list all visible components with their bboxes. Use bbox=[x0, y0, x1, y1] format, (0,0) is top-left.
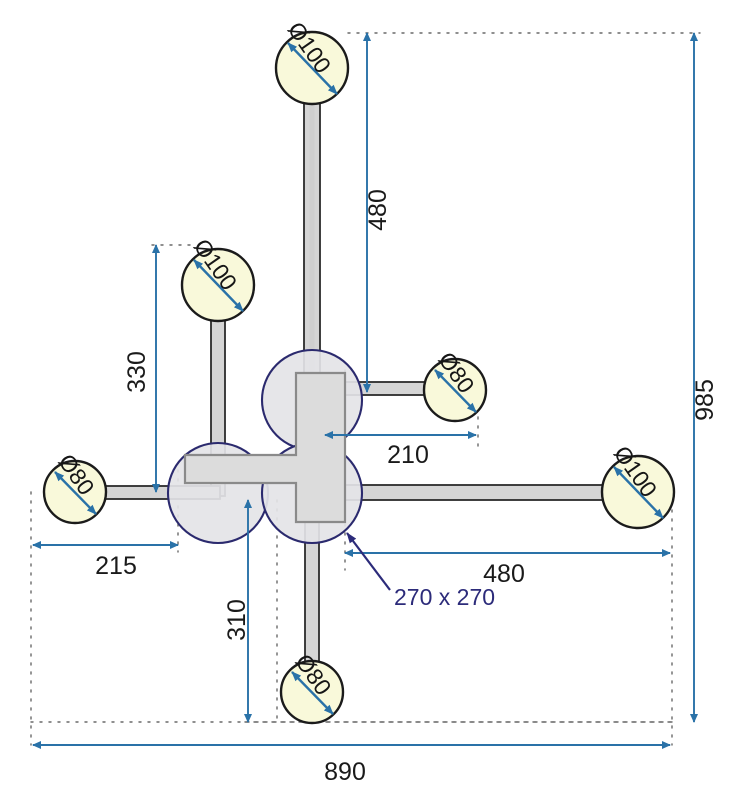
dim-330-vertical-label: 330 bbox=[123, 351, 151, 393]
note-hub-size-label: 270 x 270 bbox=[394, 584, 495, 610]
dim-985-vertical-label: 985 bbox=[691, 379, 719, 421]
dim-480-vertical-label: 480 bbox=[364, 189, 392, 231]
port-top-dia-arrow bbox=[287, 42, 338, 95]
ports: Ø100 Ø100 Ø80 Ø80 bbox=[42, 17, 676, 725]
dim-890-horizontal-label: 890 bbox=[324, 758, 366, 786]
port-left-dia-arrow bbox=[54, 471, 97, 515]
port-right: Ø100 bbox=[600, 441, 676, 530]
annotation-hub-size: 270 x 270 bbox=[346, 532, 495, 610]
dim-210-horizontal-label: 210 bbox=[387, 441, 429, 469]
port-right-upper-dia-arrow bbox=[434, 369, 477, 413]
port-bottom-dia-arrow bbox=[291, 671, 334, 715]
port-right-upper: Ø80 bbox=[422, 347, 488, 423]
dimension-lines bbox=[32, 32, 698, 749]
port-upper-left-dia-arrow bbox=[193, 259, 244, 312]
dimension-labels: 480 330 985 210 215 480 310 890 bbox=[95, 189, 719, 786]
port-right-dia-arrow bbox=[613, 466, 664, 519]
port-top: Ø100 bbox=[274, 17, 350, 106]
note-leader-line bbox=[346, 532, 391, 591]
hub-block bbox=[183, 371, 347, 524]
hub-assembly bbox=[166, 348, 364, 545]
port-upper-left: Ø100 bbox=[180, 234, 256, 323]
dim-480-horizontal-label: 480 bbox=[483, 560, 525, 588]
port-left: Ø80 bbox=[42, 449, 108, 525]
dim-215-horizontal-label: 215 bbox=[95, 552, 137, 580]
dim-310-vertical-label: 310 bbox=[223, 599, 251, 641]
pipe-right bbox=[329, 484, 609, 501]
port-bottom: Ø80 bbox=[279, 649, 345, 725]
